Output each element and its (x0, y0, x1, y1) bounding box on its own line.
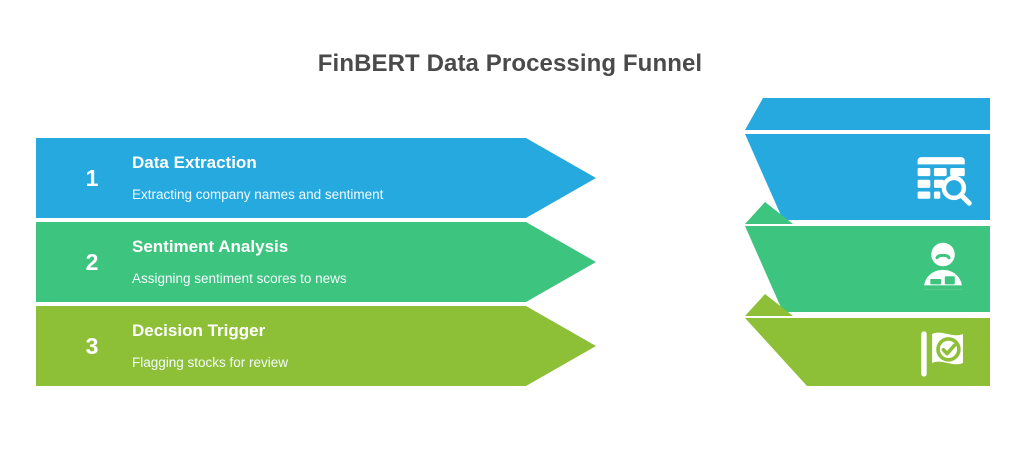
funnel-steps-list: 1 Data Extraction Extracting company nam… (36, 138, 596, 390)
step-number: 2 (85, 248, 99, 275)
table-search-icon (914, 148, 972, 206)
step-description: Extracting company names and sentiment (132, 186, 384, 202)
step-number: 3 (85, 332, 99, 359)
funnel-cap-segment (745, 98, 990, 130)
step-title: Sentiment Analysis (132, 237, 289, 257)
funnel-step-1[interactable]: 1 Data Extraction Extracting company nam… (36, 138, 596, 218)
flag-check-icon (914, 324, 972, 382)
step-number: 1 (85, 164, 99, 191)
step-title: Data Extraction (132, 153, 257, 173)
person-sentiment-icon (914, 240, 972, 298)
funnel-graphic (745, 98, 990, 386)
step-text-block: Decision Trigger Flagging stocks for rev… (132, 306, 288, 386)
step-text-block: Sentiment Analysis Assigning sentiment s… (132, 222, 347, 302)
funnel-step-3[interactable]: 3 Decision Trigger Flagging stocks for r… (36, 306, 596, 386)
step-description: Assigning sentiment scores to news (132, 270, 347, 286)
step-description: Flagging stocks for review (132, 354, 289, 370)
step-title: Decision Trigger (132, 321, 266, 341)
funnel-step-2[interactable]: 2 Sentiment Analysis Assigning sentiment… (36, 222, 596, 302)
funnel-segment-2[interactable] (745, 226, 990, 312)
step-text-block: Data Extraction Extracting company names… (132, 138, 383, 218)
page-title: FinBERT Data Processing Funnel (317, 50, 703, 77)
